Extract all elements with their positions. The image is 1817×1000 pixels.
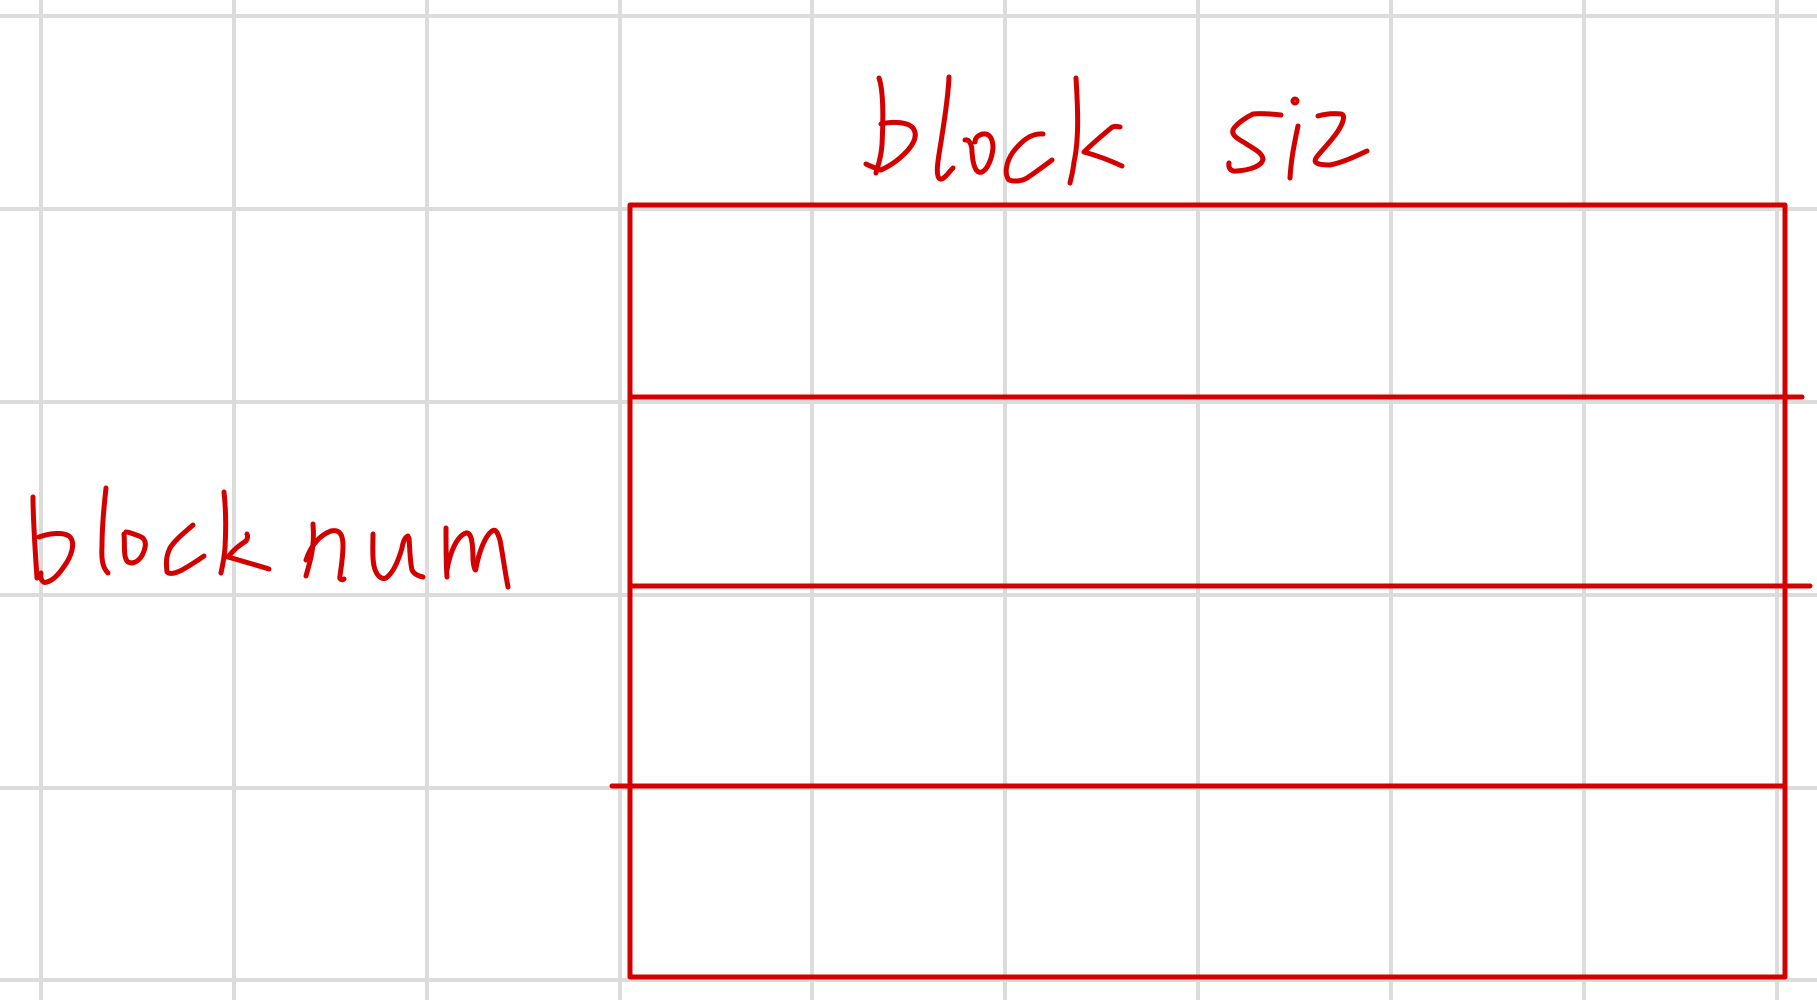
label-block-num: block num: [30, 485, 511, 590]
block-table-outline: [627, 202, 1788, 980]
label-block-siz: block siz: [863, 74, 1370, 186]
block-table: [609, 202, 1813, 980]
